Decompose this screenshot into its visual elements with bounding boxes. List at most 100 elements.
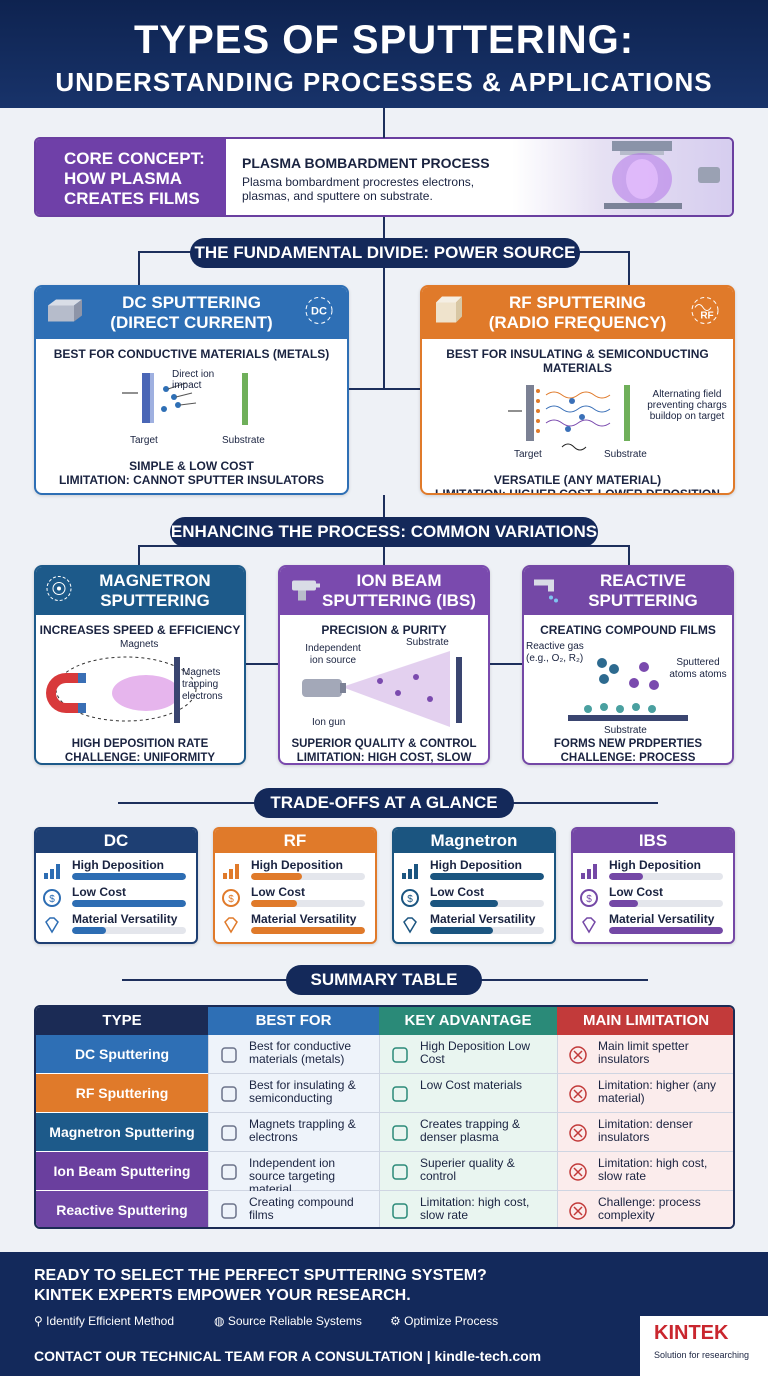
- rf-title: RF SPUTTERING: [509, 293, 646, 312]
- table-cell-text: Limitation: higher (any material): [598, 1078, 717, 1105]
- magnet-field-icon: [44, 574, 74, 609]
- tradeoff-bar-fill: [609, 873, 644, 880]
- tradeoff-row: High Deposition: [394, 857, 554, 884]
- table-header-cell: TYPE: [36, 1007, 208, 1035]
- core-concept-label: CORE CONCEPT: HOW PLASMA CREATES FILMS: [36, 139, 226, 215]
- tradeoff-label: Material Versatility: [609, 912, 715, 926]
- table-cell-text: Best for insulating & semiconducting: [249, 1078, 356, 1105]
- table-cell-text: Limitation: high cost, slow rate: [420, 1195, 530, 1222]
- table-row-cell: Superier quality & control: [379, 1152, 557, 1191]
- search-method-icon: ⚲: [34, 1314, 43, 1328]
- footer-option-identify[interactable]: ⚲ Identify Efficient Method: [34, 1314, 174, 1328]
- table-cell-text: Magnets trappling & electrons: [249, 1117, 356, 1144]
- dollar-coin-icon: $: [42, 888, 62, 908]
- tradeoff-card-title: Magnetron: [394, 829, 554, 853]
- tradeoff-card-title: DC: [36, 829, 196, 853]
- section-summary: SUMMARY TABLE: [286, 965, 482, 995]
- tradeoff-label: High Deposition: [251, 858, 343, 872]
- target-block-icon: [44, 296, 84, 331]
- table-header-cell: MAIN LIMITATION: [557, 1007, 733, 1035]
- connector-line: [490, 663, 522, 665]
- table-row-cell: Limitation: higher (any material): [557, 1074, 733, 1113]
- table-type-cell: RF Sputtering: [36, 1074, 208, 1113]
- bars-chart-icon: [400, 861, 420, 881]
- ibs-card: ION BEAM SPUTTERING (IBS) PRECISION & PU…: [278, 565, 490, 765]
- tradeoff-bar: [251, 900, 365, 907]
- table-cell-text: Creates trapping & denser plasma: [420, 1117, 521, 1144]
- connector-line: [349, 388, 383, 390]
- rf-diagram: [508, 385, 630, 451]
- tradeoff-label: High Deposition: [72, 858, 164, 872]
- table-cell-text: Limitation: high cost, slow rate: [598, 1156, 708, 1183]
- dollar-coin-icon: $: [221, 888, 241, 908]
- table-cell-text: Superier quality & control: [420, 1156, 515, 1183]
- gas-tap-icon: [532, 574, 564, 609]
- bars-chart-icon: [221, 861, 241, 881]
- tradeoff-bar-fill: [251, 900, 297, 907]
- magnetron-note: Magnets trapping electrons: [182, 667, 223, 702]
- reactive-title: REACTIVE: [600, 571, 686, 590]
- tradeoff-label: High Deposition: [430, 858, 522, 872]
- table-row-cell: Limitation: high cost, slow rate: [379, 1191, 557, 1227]
- row-feature-icon: [219, 1162, 239, 1182]
- row-feature-icon: [219, 1045, 239, 1065]
- tradeoff-bar-fill: [430, 873, 544, 880]
- row-feature-icon: [219, 1201, 239, 1221]
- tradeoff-row: Material Versatility: [36, 911, 196, 938]
- table-type-cell: Reactive Sputtering: [36, 1191, 208, 1227]
- tradeoff-bar: [609, 927, 723, 934]
- rf-advantage: VERSATILE (ANY MATERIAL): [493, 473, 662, 487]
- brand-logo: KINTEK Solution for researching: [640, 1316, 768, 1376]
- core-heading: PLASMA BOMBARDMENT PROCESS: [242, 155, 490, 171]
- footer-contact-link[interactable]: CONTACT OUR TECHNICAL TEAM FOR A CONSULT…: [34, 1348, 542, 1364]
- dc-subtitle: (DIRECT CURRENT): [110, 313, 273, 332]
- ibs-title: ION BEAM: [356, 571, 442, 590]
- tradeoff-row: $ Low Cost: [36, 884, 196, 911]
- tradeoff-label: Material Versatility: [251, 912, 357, 926]
- limit-x-icon: [568, 1201, 588, 1221]
- tradeoff-card-title: RF: [215, 829, 375, 853]
- reactive-best-for: CREATING COMPOUND FILMS: [540, 623, 716, 637]
- limit-x-icon: [568, 1045, 588, 1065]
- brand-tagline: Solution for researching: [654, 1350, 750, 1360]
- tradeoff-label: Low Cost: [72, 885, 126, 899]
- tradeoff-bar: [251, 873, 365, 880]
- tradeoff-bar: [609, 900, 723, 907]
- magnetron-best-for: INCREASES SPEED & EFFICIENCY: [39, 623, 241, 637]
- table-header-cell: KEY ADVANTAGE: [379, 1007, 557, 1035]
- connector-line: [628, 251, 630, 285]
- dc-substrate-label: Substrate: [222, 435, 265, 446]
- table-cell-text: High Deposition Low Cost: [420, 1039, 531, 1066]
- row-feature-icon: [390, 1162, 410, 1182]
- dc-impact-label: Direct ion impact: [172, 369, 215, 391]
- dc-limitation: LIMITATION: CANNOT SPUTTER INSULATORS: [58, 473, 325, 487]
- tradeoff-bar-fill: [430, 900, 499, 907]
- svg-text:$: $: [586, 894, 592, 905]
- table-type-cell: Ion Beam Sputtering: [36, 1152, 208, 1191]
- tradeoff-label: High Deposition: [609, 858, 701, 872]
- diamond-icon: [42, 915, 62, 935]
- dollar-coin-icon: $: [400, 888, 420, 908]
- dc-best-for: BEST FOR CONDUCTIVE MATERIALS (METALS): [53, 347, 330, 361]
- reactive-atoms-label: Sputtered atoms atoms: [669, 657, 727, 680]
- row-feature-icon: [390, 1201, 410, 1221]
- tradeoff-label: Low Cost: [251, 885, 305, 899]
- diamond-icon: [400, 915, 420, 935]
- connector-line: [138, 545, 140, 565]
- connector-line: [383, 388, 423, 390]
- section-power-source: THE FUNDAMENTAL DIVIDE: POWER SOURCE: [190, 238, 580, 268]
- rf-limitation: LIMITATION: HIGHER COST, LOWER DEPOSITIO…: [435, 487, 720, 495]
- tradeoff-row: $ Low Cost: [215, 884, 375, 911]
- tradeoff-label: Material Versatility: [430, 912, 536, 926]
- limit-x-icon: [568, 1162, 588, 1182]
- svg-text:RF: RF: [700, 311, 713, 322]
- tradeoff-row: High Deposition: [36, 857, 196, 884]
- tradeoff-label: Low Cost: [430, 885, 484, 899]
- footer-option-source[interactable]: ◍ Source Reliable Systems: [214, 1314, 362, 1328]
- tradeoff-row: High Deposition: [573, 857, 733, 884]
- insulator-cube-icon: [430, 295, 466, 332]
- tradeoff-bar-fill: [251, 927, 365, 934]
- tradeoff-row: Material Versatility: [573, 911, 733, 938]
- footer-option-optimize[interactable]: ⚙ Optimize Process: [390, 1314, 499, 1328]
